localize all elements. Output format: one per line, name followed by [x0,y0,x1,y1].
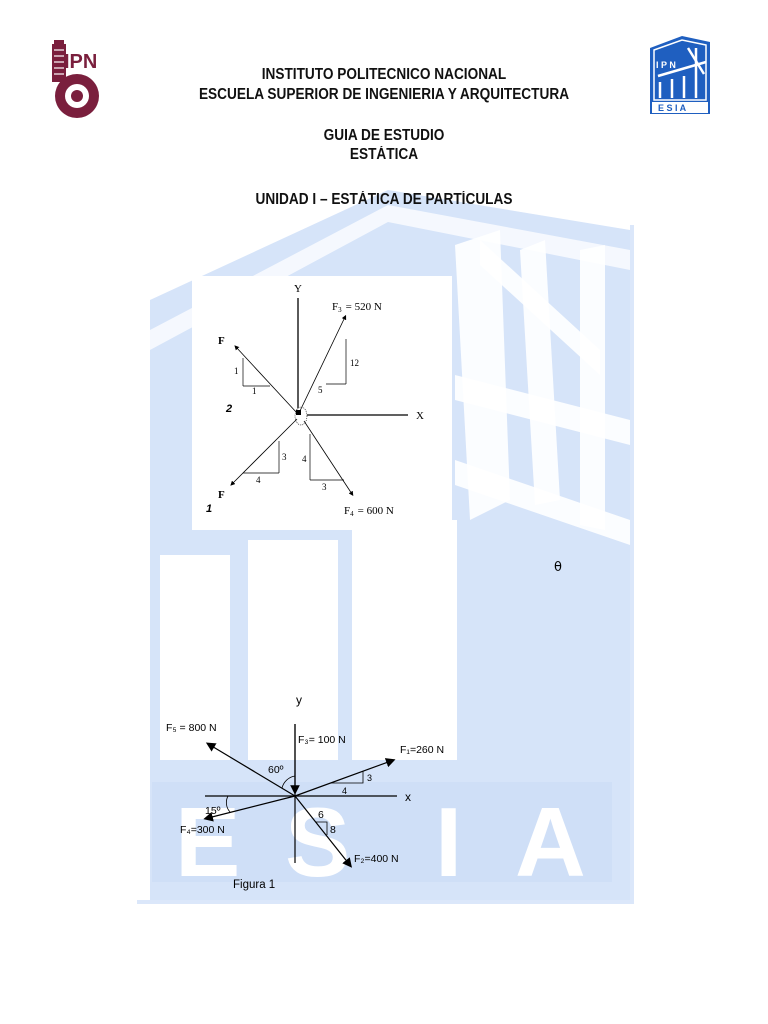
force-diagram-background [192,276,452,530]
f1-slope-rise: 3 [282,452,287,462]
fig1-axis-y-label: y [296,693,302,707]
f4-slope-run: 3 [322,482,327,492]
force-diagram-particle: Y X 12 5 F3= 520 N 1 1 F 2 3 4 F 1 4 3 F… [206,283,424,518]
f1-label: F [218,489,225,501]
institution-name: INSTITUTO POLITECNICO NACIONAL [261,66,507,83]
ipn-logo-text: IPN [64,51,97,73]
watermark-letter-s: S [285,787,350,897]
esia-logo-top-text: I P N [656,60,676,70]
figura-1-force-diagram: y x F₃= 100 N 3 4 F₁=260 N 60º F₅ = 800 … [166,693,444,891]
f2-label: F [218,335,225,347]
watermark-letter-e: E [175,787,240,897]
f2-force-label: F₂=400 N [354,853,399,865]
f1-force-label: F₁=260 N [400,744,444,756]
f3-slope-rise: 12 [350,358,359,368]
f4-force-label: F₄=300 N [180,824,225,836]
watermark-letter-a: A [515,787,586,897]
figure-caption: Figura 1 [233,879,275,891]
f3-force-label: F₃= 100 N [298,734,346,746]
subject-title: ESTÁTICA [349,146,419,163]
school-name: ESCUELA SUPERIOR DE INGENIERIA Y ARQUITE… [198,86,570,103]
watermark-letter-i: I [435,787,462,897]
theta-symbol: θ [554,560,562,575]
ipn-logo: IPN [52,40,99,118]
f1-slope-run: 4 [256,475,261,485]
f4-angle-label: 15º [205,805,221,817]
unit-title: UNIDAD I – ESTÁTICA DE PARTÍCULAS [255,191,513,208]
f2-slope-rise: 1 [234,366,239,376]
axis-y-label: Y [294,283,302,295]
f2-slope-run: 1 [252,386,257,396]
f1-slope-rise-fig1: 3 [367,773,372,783]
f2-index-label: 2 [225,403,232,415]
f3-label: F3= 520 N [332,301,382,314]
f3-slope-run: 5 [318,385,323,395]
fig1-axis-x-label: x [405,790,411,804]
guide-title: GUIA DE ESTUDIO [323,127,445,144]
f2-slope-rise-fig1: 8 [330,824,336,836]
axis-x-label: X [416,410,424,422]
esia-logo-bottom-text: E S I A [658,103,687,113]
f5-angle-label: 60º [268,764,284,776]
esia-logo: I P N E S I A [650,36,710,114]
f1-index-label: 1 [206,503,212,515]
f2-slope-run-fig1: 6 [318,809,324,821]
f1-slope-run-fig1: 4 [342,786,347,796]
f4-label: F4= 600 N [344,505,394,518]
f5-force-label: F₅ = 800 N [166,722,217,734]
f4-slope-rise: 4 [302,454,307,464]
